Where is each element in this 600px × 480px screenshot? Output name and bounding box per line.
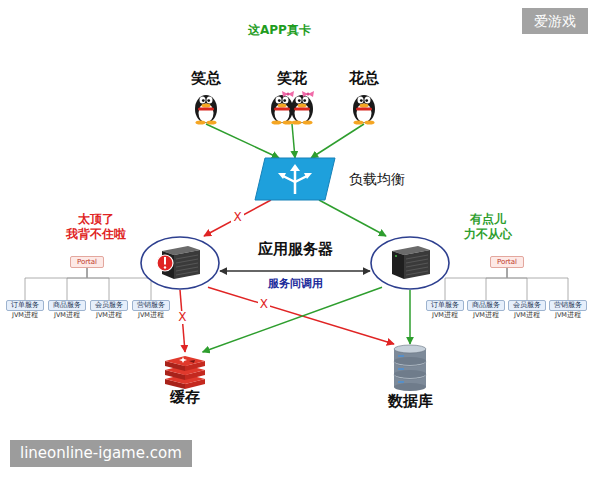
node-sublabel: JVM进程 <box>54 312 80 319</box>
tree-line <box>486 268 507 300</box>
node-label: 太顶了 我背不住啦 <box>66 212 126 242</box>
user-penguin: 笑总 <box>190 90 222 124</box>
node-label: 缓存 <box>170 389 200 406</box>
arrow-connector <box>220 270 370 272</box>
service-box: 营销服务JVM进程 <box>132 300 170 311</box>
tree-line <box>507 268 527 300</box>
user-penguin-shape <box>348 90 380 124</box>
tree-line <box>507 268 568 300</box>
tree-line <box>25 268 87 300</box>
tree-line <box>445 268 507 300</box>
node-sublabel: JVM进程 <box>473 312 499 319</box>
tree-line <box>67 268 87 300</box>
service-box: 会员服务JVM进程 <box>90 300 128 311</box>
user-penguin: 花总 <box>348 90 380 124</box>
node-sublabel: JVM进程 <box>96 312 122 319</box>
node-sublabel: JVM进程 <box>514 312 540 319</box>
arrow-connector <box>204 200 271 236</box>
node-label: 花总 <box>349 70 379 87</box>
node-sublabel: JVM进程 <box>555 312 581 319</box>
user-penguin-shape <box>266 90 318 124</box>
service-box: 营销服务JVM进程 <box>549 300 587 311</box>
database-icon: 数据库 <box>390 344 430 390</box>
node-sublabel: JVM进程 <box>138 312 164 319</box>
edge-label: X <box>231 211 243 224</box>
arrow-connector <box>409 290 411 344</box>
edge-label: X <box>176 311 188 324</box>
node-label: Portal <box>497 258 517 266</box>
tree-line <box>87 268 109 300</box>
arrow-connector <box>208 287 394 344</box>
arrow-connector <box>311 124 364 158</box>
group-label: 应用服务器 <box>258 241 333 258</box>
watermark: 爱游戏 <box>522 8 588 34</box>
cache-icon-shape <box>163 352 207 386</box>
watermark: lineonline-igame.com <box>10 440 192 467</box>
node-label: 数据库 <box>388 393 433 410</box>
service-box: 订单服务JVM进程 <box>6 300 44 311</box>
edge-label: X <box>258 298 270 311</box>
node-label: 营销服务 <box>554 301 582 309</box>
arrow-connector <box>319 200 386 236</box>
node-label: 有点儿 力不从心 <box>464 212 512 242</box>
user-penguin-shape <box>190 90 222 124</box>
arrow-connector <box>292 124 295 158</box>
node-label: Portal <box>77 258 97 266</box>
node-label: 营销服务 <box>137 301 165 309</box>
portal-box: Portal <box>70 256 104 268</box>
node-label: 负载均衡 <box>349 171 405 187</box>
user-penguin: 笑花 <box>266 90 318 124</box>
node-label: 订单服务 <box>11 301 39 309</box>
app-server: 有点儿 力不从心 <box>370 236 450 290</box>
load-balancer: 负载均衡 <box>255 158 335 200</box>
service-box: 订单服务JVM进程 <box>426 300 464 311</box>
arrow-connector <box>203 287 382 352</box>
node-label: 笑花 <box>277 70 307 87</box>
cache-icon: 缓存 <box>163 352 207 386</box>
app-server-shape <box>370 236 450 290</box>
tree-line <box>87 268 151 300</box>
service-box: 商品服务JVM进程 <box>48 300 86 311</box>
arrow-connector <box>206 124 279 158</box>
node-sublabel: JVM进程 <box>432 312 458 319</box>
app-server-shape <box>140 236 220 290</box>
node-label: 笑总 <box>191 70 221 87</box>
callout-note: 这APP真卡 <box>248 24 311 38</box>
database-icon-shape <box>390 344 430 390</box>
node-label: 商品服务 <box>472 301 500 309</box>
edge-label: 服务间调用 <box>266 278 325 290</box>
node-label: 订单服务 <box>431 301 459 309</box>
node-label: 商品服务 <box>53 301 81 309</box>
node-label: 会员服务 <box>95 301 123 309</box>
node-sublabel: JVM进程 <box>12 312 38 319</box>
app-server: 太顶了 我背不住啦 <box>140 236 220 290</box>
service-box: 会员服务JVM进程 <box>508 300 546 311</box>
node-label: 会员服务 <box>513 301 541 309</box>
load-balancer-shape <box>255 158 335 200</box>
service-box: 商品服务JVM进程 <box>467 300 505 311</box>
portal-box: Portal <box>490 256 524 268</box>
